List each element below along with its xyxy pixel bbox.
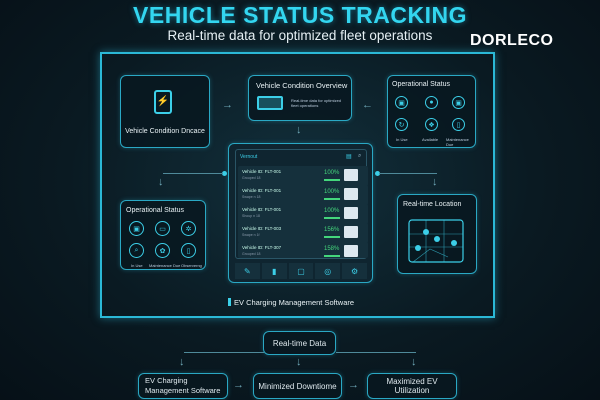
vehicle-id: Vehicle ID: FLT-001: [242, 169, 282, 174]
status-label: In Use: [131, 263, 143, 268]
ops-left-title: Operational Status: [126, 207, 184, 214]
message-icon[interactable]: ▤: [346, 154, 352, 160]
main-frame: [100, 52, 495, 318]
progress-bar: [324, 255, 340, 257]
vehicle-id: Vehicle ID: FLT-307: [242, 245, 282, 250]
vehicle-icon[interactable]: ▮: [261, 263, 287, 279]
ev-charger-icon: ⚡: [154, 90, 172, 114]
connector-line: [379, 173, 437, 174]
connector-line: [184, 352, 264, 353]
eye-icon: ●: [425, 96, 438, 109]
vehicle-sub: Swape n 1f: [242, 233, 260, 237]
vehicle-sub: Grouped 18: [242, 176, 261, 180]
fan-icon: ✿: [155, 243, 170, 258]
device-icon: ▯: [181, 243, 196, 258]
arrow-right-icon: →: [233, 379, 244, 391]
arrow-down-icon: ↓: [296, 124, 302, 136]
vehicle-id: Vehicle ID: FLT-001: [242, 207, 282, 212]
search-icon[interactable]: ⌕: [358, 153, 362, 159]
flow-step-maximized-utilization: Maximized EV Utilization: [367, 373, 457, 399]
status-label: Available: [422, 137, 439, 142]
vehicle-sub: Grouped 18: [242, 252, 261, 256]
overview-title: Vehicle Condition Overview: [256, 81, 348, 90]
search-icon: ⌕: [129, 243, 144, 258]
lock-icon: ▣: [129, 221, 144, 236]
battery-icon: [257, 96, 283, 110]
gear-icon: ✲: [181, 221, 196, 236]
arrow-right-icon: →: [348, 379, 359, 391]
status-label: Observerng: [181, 263, 202, 268]
arrow-down-icon: ↓: [179, 356, 185, 368]
arrow-down-icon: ↓: [158, 176, 164, 188]
connector-line: [163, 173, 223, 174]
progress-bar: [324, 217, 340, 219]
operational-status-top-box: Operational Status ▣ ● ▣ ↻ ❖ ▯ In Use Av…: [387, 75, 476, 148]
vehicle-percent: 156%: [324, 227, 340, 233]
connector-dot: [375, 171, 380, 176]
vehicle-condition-box: ⚡ Vehicle Condition Dncace: [120, 75, 210, 148]
arrow-down-icon: ↓: [432, 176, 438, 188]
overview-text: Real-time data for optimized fleet opera…: [291, 98, 342, 108]
panel-header: Vernout: [240, 154, 258, 160]
lock-icon: ▣: [452, 96, 465, 109]
map-thumbnail: [344, 226, 358, 238]
vehicle-sub: Swape n 18: [242, 195, 261, 199]
boxes-icon: ❖: [425, 118, 438, 131]
gear-icon[interactable]: ⚙: [342, 263, 367, 279]
location-title: Real-time Location: [403, 201, 462, 208]
page-subtitle: Real-time data for optimized fleet opera…: [167, 28, 433, 43]
bottom-toolbar: ✎ ▮ ▢ ◎ ⚙: [235, 263, 367, 279]
progress-bar: [324, 198, 340, 200]
coin-icon[interactable]: ◎: [315, 263, 341, 279]
vehicle-id: Vehicle ID: FLT-001: [242, 188, 282, 193]
flow-step-minimized-downtime: Minimized Downtiome: [253, 373, 342, 399]
vehicle-id: Vehicle ID: FLT-003: [242, 226, 282, 231]
real-time-data-box: Real-time Data: [263, 331, 336, 355]
arrow-right-icon: →: [222, 99, 233, 111]
vehicle-condition-label: Vehicle Condition Dncace: [125, 128, 205, 135]
map-icon: [408, 219, 464, 263]
real-time-location-box: Real-time Location: [397, 194, 477, 274]
status-label: Maintenance Due: [446, 137, 469, 147]
page-title: VEHICLE STATUS TRACKING: [133, 2, 467, 28]
panel-caption: EV Charging Management Software: [234, 298, 355, 307]
brand-logo: DORLECO: [470, 32, 554, 49]
vehicle-sub: Shoup n 18: [242, 214, 260, 218]
caption-marker: [228, 298, 231, 306]
vehicle-percent: 100%: [324, 170, 340, 176]
map-thumbnail: [344, 188, 358, 200]
lock-icon: ▣: [395, 96, 408, 109]
map-thumbnail: [344, 207, 358, 219]
rocket-icon[interactable]: ✎: [235, 263, 260, 279]
progress-bar: [324, 179, 340, 181]
connector-line: [336, 352, 416, 353]
status-label: Maintenance Due: [149, 263, 181, 268]
phone-icon[interactable]: ▢: [288, 263, 314, 279]
progress-bar: [324, 236, 340, 238]
trash-icon: ▯: [452, 118, 465, 131]
connector-dot: [222, 171, 227, 176]
vehicle-percent: 100%: [324, 189, 340, 195]
vehicle-percent: 158%: [324, 246, 340, 252]
map-thumbnail: [344, 169, 358, 181]
arrow-down-icon: ↓: [411, 356, 417, 368]
flow-step-ev-charging: EV Charging Management Software: [138, 373, 228, 399]
status-label: In Use: [396, 137, 408, 142]
vehicle-condition-overview-box: Vehicle Condition Overview Real-time dat…: [248, 75, 352, 121]
vehicle-percent: 100%: [324, 208, 340, 214]
operational-status-left-box: Operational Status ▣ ▭ ✲ ⌕ ✿ ▯ In Use Ma…: [120, 200, 206, 270]
map-thumbnail: [344, 245, 358, 257]
arrow-left-icon: ←: [362, 99, 373, 111]
ops-top-title: Operational Status: [392, 81, 450, 88]
refresh-icon: ↻: [395, 118, 408, 131]
battery-icon: ▭: [155, 221, 170, 236]
arrow-down-icon: ↓: [296, 356, 302, 368]
